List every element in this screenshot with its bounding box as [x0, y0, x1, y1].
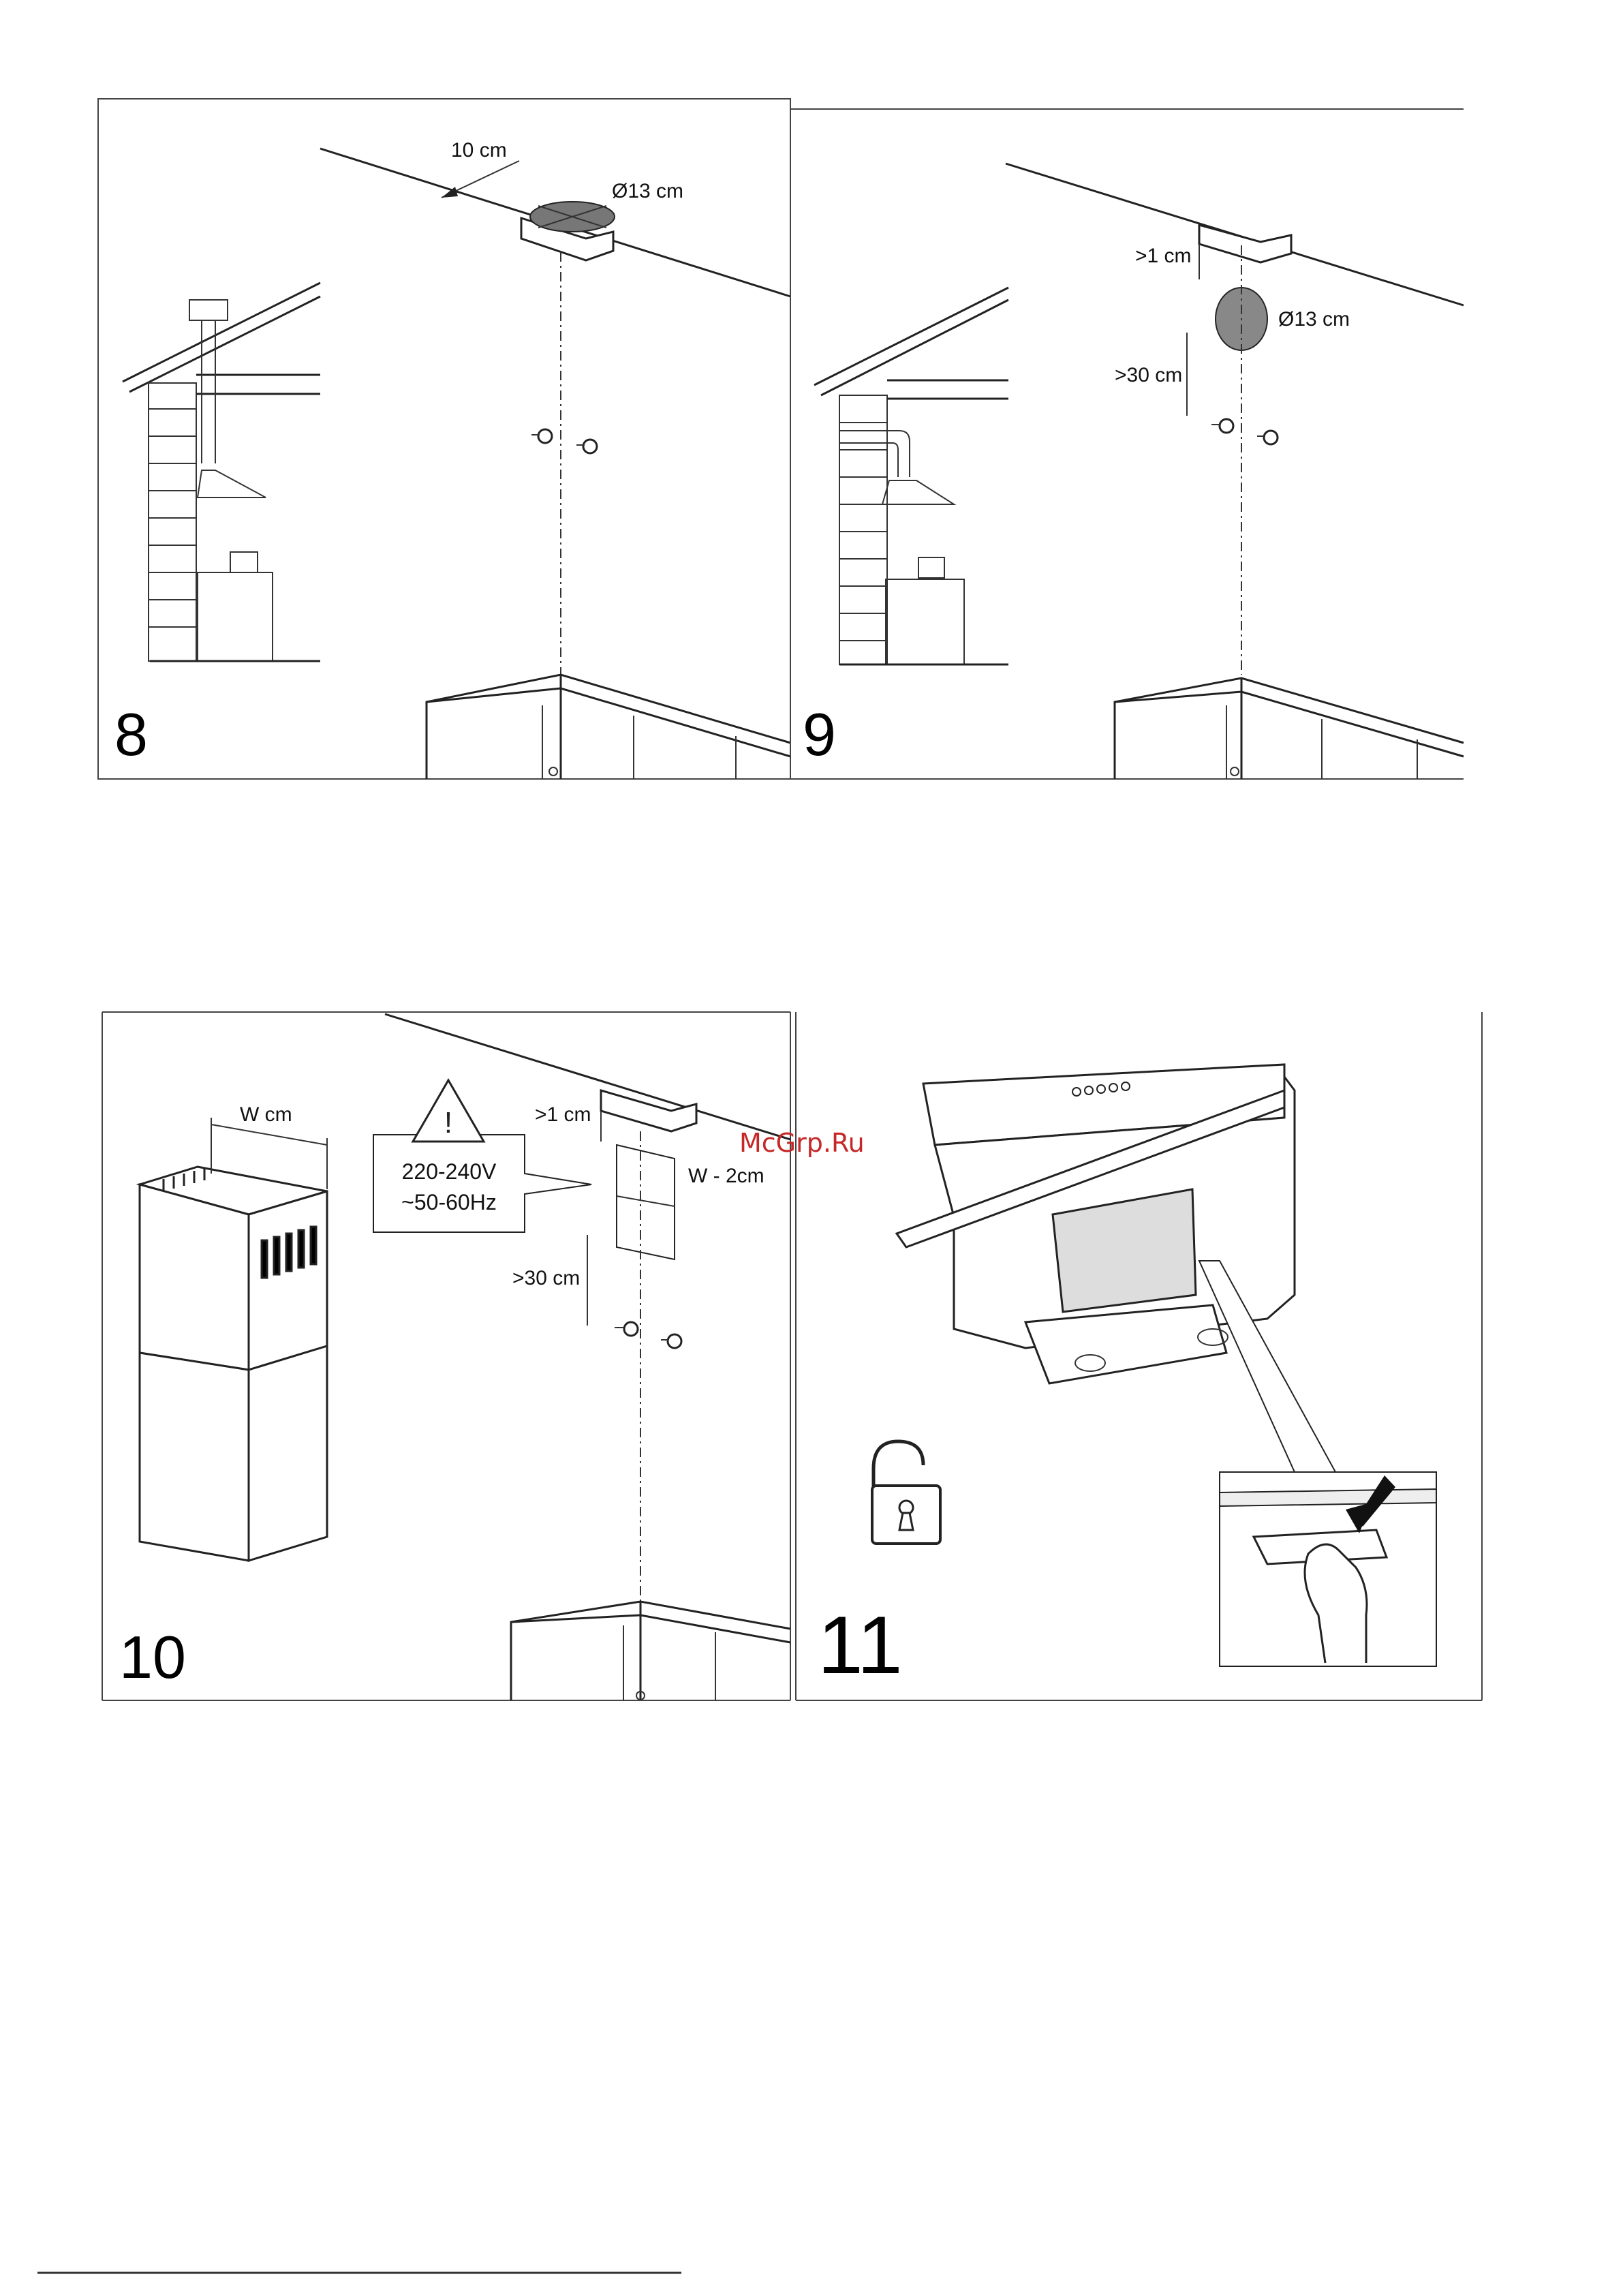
house-illustration [814, 288, 1008, 664]
figure-8-diameter-label: Ø13 cm [612, 180, 683, 202]
filter-release-inset [1220, 1472, 1436, 1666]
voltage-label: 220-240V [402, 1159, 497, 1184]
figure-10: W cm ! 220-240V ~50-60Hz >1 cm W - 2cm >… [102, 1012, 790, 1700]
figure-10-gap-bottom-label: >30 cm [512, 1267, 580, 1289]
watermark: McGrp.Ru [739, 1128, 865, 1158]
screw-icon [615, 1322, 681, 1348]
width-dimension [211, 1124, 327, 1145]
figure-9: >1 cm Ø13 cm >30 cm 9 [790, 99, 1464, 779]
unlocked-padlock-icon [872, 1441, 940, 1544]
figure-9-number: 9 [803, 701, 836, 768]
chimney-cover [140, 1167, 327, 1561]
figure-10-reduced-width-label: W - 2cm [688, 1165, 764, 1187]
figure-11-number: 11 [818, 1599, 903, 1691]
figure-10-width-label: W cm [240, 1103, 292, 1126]
figure-9-gap-top-label: >1 cm [1135, 245, 1192, 267]
figure-9-gap-bottom-label: >30 cm [1115, 364, 1182, 386]
figure-10-number: 10 [119, 1623, 186, 1691]
kitchen-cabinet [1115, 678, 1464, 779]
screw-icon [1211, 419, 1278, 444]
figure-11: 11 [796, 1012, 1482, 1700]
mounting-bracket [1199, 225, 1291, 262]
frequency-label: ~50-60Hz [401, 1190, 497, 1214]
figure-8: 10 cm Ø13 cm 8 [98, 99, 790, 779]
chimney-outline-mark [617, 1145, 675, 1259]
figure-8-offset-label: 10 cm [451, 139, 507, 162]
svg-text:!: ! [444, 1106, 452, 1139]
figure-9-diameter-label: Ø13 cm [1278, 308, 1350, 331]
figure-8-number: 8 [114, 701, 148, 768]
kitchen-cabinet [511, 1602, 790, 1700]
figure-10-gap-top-label: >1 cm [535, 1103, 591, 1126]
